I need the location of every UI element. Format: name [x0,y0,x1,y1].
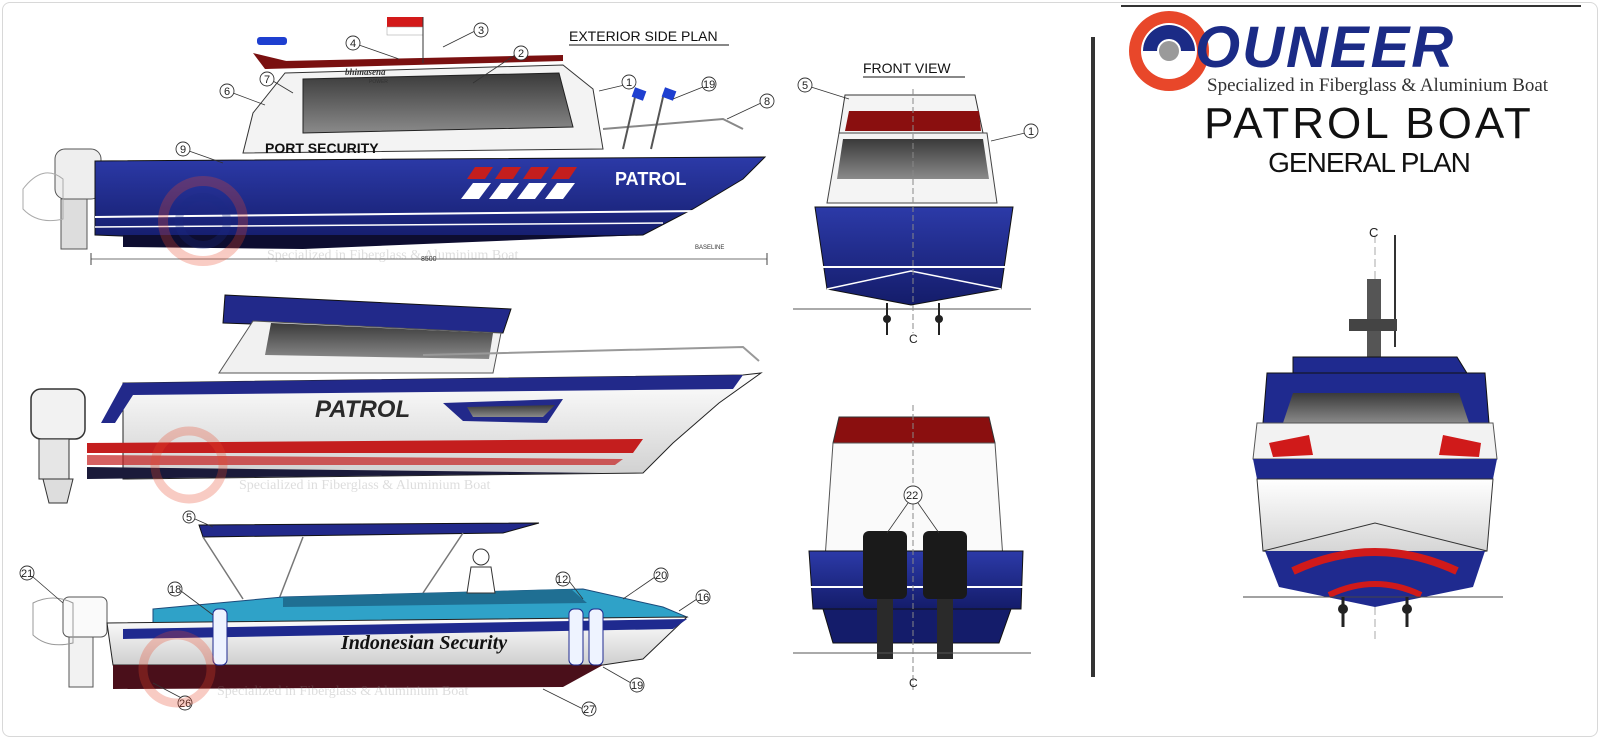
svg-text:16: 16 [697,592,709,604]
svg-text:26: 26 [179,698,191,710]
boat-1-length-dimension: 8500 [421,256,437,263]
svg-text:9: 9 [180,144,186,156]
rear-view-callout: 22 [906,490,918,502]
svg-text:1: 1 [626,77,632,89]
svg-text:1: 1 [1028,126,1034,138]
patrol-boat-front-render: C [1243,225,1503,643]
boat-1-cabin-brand: bhimasena [345,67,386,77]
svg-text:21: 21 [21,568,33,580]
svg-text:19: 19 [703,79,715,91]
section-divider [1091,37,1095,677]
hull-stripes-white [461,183,575,199]
svg-text:5: 5 [802,80,808,92]
drawing-canvas: EXTERIOR SIDE PLAN [19,5,1581,717]
boat-3-hull-text: Indonesian Security [340,632,507,654]
document-subtitle: GENERAL PLAN [1268,147,1471,178]
svg-text:6: 6 [224,86,230,98]
exterior-side-plan-title: EXTERIOR SIDE PLAN [569,28,718,44]
render-centerline: C [1369,225,1378,240]
boat-1-cabin-text: PORT SECURITY [265,140,379,156]
svg-text:8: 8 [764,96,770,108]
document-title: PATROL BOAT [1204,99,1534,148]
boat-1-hull-text: PATROL [615,169,686,189]
svg-text:27: 27 [583,704,595,716]
svg-text:18: 18 [169,584,181,596]
brand-name: OUNEER [1195,15,1456,80]
hull-stripes-red [467,167,577,179]
boat-2-hull-text: PATROL [315,396,410,423]
boat-2-side-view: PATROL [30,294,763,504]
boat-1-side-view: PATROL PORT SECURITY bhimasena POWER 850… [22,17,775,265]
watermark-tagline-1: Specialized in Fiberglass & Aluminium Bo… [267,248,518,263]
boat-3-callouts: 5 12 16 18 19 20 21 26 27 [19,510,711,717]
boat-1-cabin-brand-sub: POWER [369,79,388,85]
boat-1-baseline-label: BASELINE [695,245,724,251]
svg-text:3: 3 [478,25,484,37]
svg-text:19: 19 [631,680,643,692]
svg-text:12: 12 [556,574,568,586]
front-view-title: FRONT VIEW [863,60,951,76]
svg-text:5: 5 [186,512,192,524]
brand-tagline: Specialized in Fiberglass & Aluminium Bo… [1207,75,1549,96]
outboard-motor-1 [22,148,102,250]
rear-view-centerline: C [909,676,918,690]
outboard-motor-3 [32,596,108,688]
boat-3-side-view: Indonesian Security 5 12 16 18 19 20 21 … [19,510,711,717]
watermark-tagline-3: Specialized in Fiberglass & Aluminium Bo… [217,684,468,699]
watermark-tagline-2: Specialized in Fiberglass & Aluminium Bo… [239,478,490,493]
brand-logo-mark [1129,11,1209,91]
svg-text:7: 7 [264,74,270,86]
boat-1-callouts: 1 2 3 4 6 7 8 9 19 [175,22,775,164]
svg-text:2: 2 [518,48,524,60]
front-view-centerline: C [909,332,918,346]
svg-text:4: 4 [350,38,356,50]
outboard-motor-2 [30,388,86,504]
rear-view-drawing: 22 C [793,405,1031,693]
svg-text:20: 20 [655,570,667,582]
front-view-drawing: C 5 1 [793,77,1039,346]
